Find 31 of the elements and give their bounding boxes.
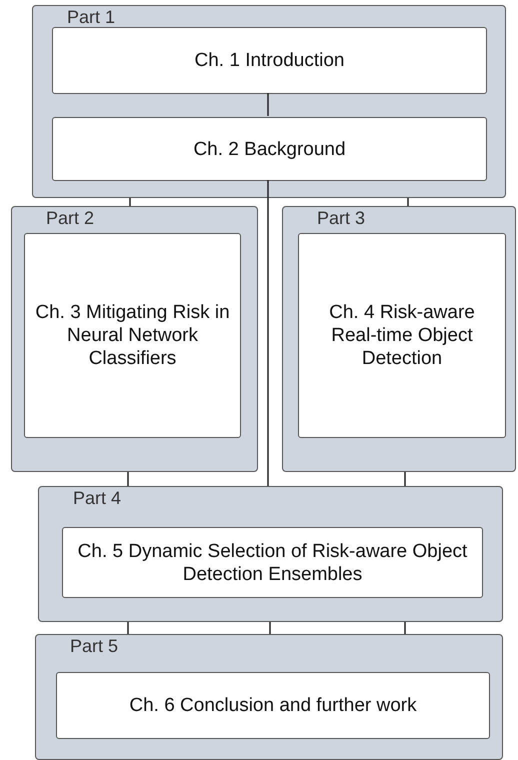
chapter-title: Ch. 4 Risk-aware Real-time Object Detection [328, 301, 476, 370]
part-panel [32, 5, 506, 198]
connector-line [127, 472, 129, 486]
connector-line [267, 180, 269, 486]
connector-line [129, 198, 131, 206]
part-panel [11, 206, 258, 472]
chapter-box [298, 233, 506, 438]
chapter-box [62, 527, 483, 598]
connector-line [404, 472, 406, 486]
chapter-title: Ch. 2 Background [192, 138, 347, 160]
connector-line [404, 622, 406, 634]
connector-line [269, 622, 271, 634]
panel-title: Part 2 [46, 208, 94, 228]
panel-title: Part 4 [73, 488, 122, 508]
part-panel [38, 486, 503, 622]
connector-line [127, 622, 129, 634]
chapter-box [24, 233, 241, 438]
connector-line [407, 198, 409, 206]
panel-title: Part 1 [67, 7, 116, 27]
chapter-title: Ch. 6 Conclusion and further work [128, 694, 418, 717]
panel-title: Part 3 [317, 208, 366, 228]
part-panel [35, 634, 503, 760]
panel-title: Part 5 [70, 636, 118, 656]
chapter-title: Ch. 5 Dynamic Selection of Risk-aware Object Detection Ensembles [76, 540, 468, 586]
chapter-box [56, 672, 490, 739]
connector-line [267, 93, 269, 116]
chapter-title: Ch. 3 Mitigating Risk in Neural Network Classifiers [34, 301, 231, 370]
chapter-box [52, 27, 487, 94]
chapter-title: Ch. 1 Introduction [194, 49, 346, 72]
part-panel [282, 206, 516, 472]
chapter-box [52, 117, 487, 181]
